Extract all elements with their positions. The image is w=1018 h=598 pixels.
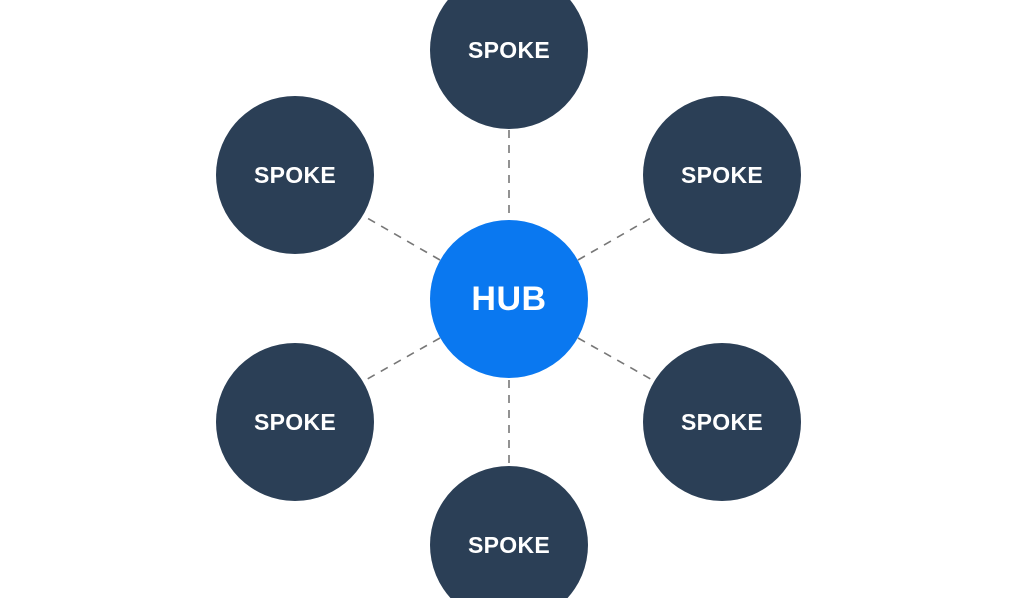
spoke-node-lower-right: SPOKE [643, 343, 801, 501]
spoke-circle [430, 466, 588, 598]
spoke-circle [216, 96, 374, 254]
spoke-label: SPOKE [681, 162, 763, 188]
hub-node: HUB [430, 220, 588, 378]
spoke-node-lower-left: SPOKE [216, 343, 374, 501]
spoke-node-bottom: SPOKE [430, 466, 588, 598]
spoke-label: SPOKE [254, 409, 336, 435]
spoke-label: SPOKE [468, 37, 550, 63]
hub-label: HUB [471, 280, 546, 318]
spoke-node-upper-right: SPOKE [643, 96, 801, 254]
spoke-label: SPOKE [254, 162, 336, 188]
connector-lower-left [361, 337, 441, 383]
connector-upper-left [361, 214, 441, 261]
spoke-circle [216, 343, 374, 501]
spoke-node-upper-left: SPOKE [216, 96, 374, 254]
spoke-circle [643, 343, 801, 501]
spoke-node-top: SPOKE [430, 0, 588, 129]
connector-upper-right [577, 214, 657, 261]
connector-lower-right [577, 337, 657, 383]
spoke-circle [643, 96, 801, 254]
spoke-label: SPOKE [468, 532, 550, 558]
hub-circle [430, 220, 588, 378]
spoke-label: SPOKE [681, 409, 763, 435]
connectors [361, 130, 657, 466]
spoke-circle [430, 0, 588, 129]
